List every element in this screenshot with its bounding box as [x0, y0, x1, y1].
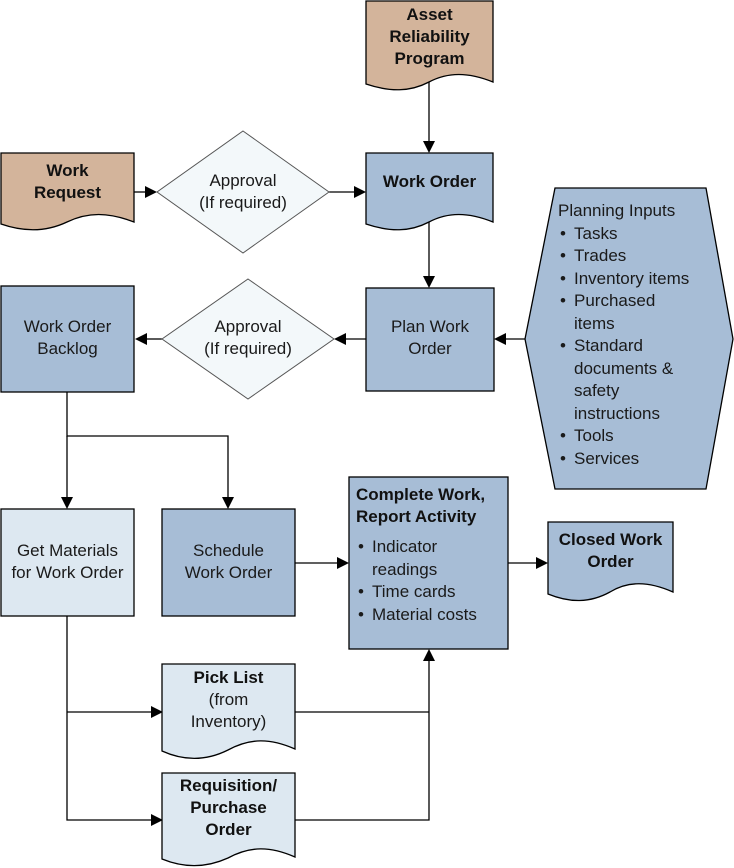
label-line: Order [587, 552, 634, 571]
edge-requisition-to-complete [295, 660, 430, 821]
schedule-work-order-shape[interactable] [161, 508, 296, 617]
approval-label: Approval (If required) [188, 316, 308, 360]
label-line: Schedule [193, 541, 264, 560]
label-line: (from [208, 690, 249, 709]
label-line: Work Order [382, 172, 477, 191]
requisition-label: Requisition/ Purchase Order [162, 775, 295, 841]
plan-work-order-label: Plan Work Order [366, 316, 494, 360]
approval-decision-shape[interactable] [161, 278, 335, 400]
planning-inputs-list: Planning Inputs Tasks Trades Inventory i… [558, 200, 728, 470]
arrowhead [151, 706, 163, 718]
arrowhead [337, 557, 349, 569]
label-line: (If required) [199, 193, 287, 212]
arrowhead [151, 814, 163, 826]
label-line: Purchase [190, 798, 267, 817]
label-line: Work Order [23, 317, 112, 336]
label-line: Asset [406, 5, 453, 24]
closed-work-order-shape[interactable] [547, 521, 674, 602]
edge-getmaterials-branch [66, 616, 152, 821]
label-line: Get Materials [16, 541, 119, 560]
list-item: Tasks [558, 223, 728, 246]
list-item: Time cards [356, 581, 506, 604]
pick-list-title: Pick List [193, 668, 264, 687]
asset-program-label: Asset Reliability Program [366, 4, 493, 70]
label-line: Work [46, 161, 89, 180]
planning-inputs-title: Planning Inputs [558, 201, 676, 220]
label-line: Approval [214, 317, 282, 336]
arrowhead [222, 497, 234, 509]
connectors [61, 82, 548, 826]
approval-label: Approval (If required) [183, 170, 303, 214]
pick-list-label: Pick List (from Inventory) [162, 667, 295, 733]
list-item: Standard documents & safety instructions [558, 335, 694, 425]
work-order-backlog-shape[interactable] [0, 285, 135, 393]
list-item: Tools [558, 425, 728, 448]
edge-backlog-split [66, 392, 229, 498]
work-order-shape[interactable] [365, 152, 494, 231]
list-item: Inventory items [558, 268, 728, 291]
label-line: Closed Work [558, 530, 663, 549]
label-line: Order [205, 820, 252, 839]
arrowhead [423, 276, 435, 288]
work-order-label: Work Order [366, 170, 493, 194]
label-line: Approval [209, 171, 277, 190]
list-item: Purchased items [558, 290, 694, 335]
complete-work-content: Complete Work, Report Activity Indicator… [356, 484, 506, 626]
requisition-shape[interactable] [161, 772, 296, 867]
complete-work-title: Report Activity [356, 507, 477, 526]
get-materials-shape[interactable] [0, 508, 135, 617]
work-request-shape[interactable] [0, 152, 135, 231]
label-line: for Work Order [11, 563, 124, 582]
arrowhead [334, 333, 346, 345]
work-order-backlog-label: Work Order Backlog [1, 316, 134, 360]
label-line: (If required) [204, 339, 292, 358]
label-line: Reliability [389, 27, 470, 46]
approval-decision-shape[interactable] [156, 130, 330, 254]
arrowhead [61, 497, 73, 509]
list-item: Trades [558, 245, 728, 268]
pick-list-shape[interactable] [161, 663, 296, 759]
schedule-work-order-label: Schedule Work Order [162, 540, 295, 584]
list-item: Indicator readings [356, 536, 472, 581]
list-item: Material costs [356, 604, 506, 627]
arrowhead [423, 649, 435, 661]
arrowhead [423, 141, 435, 153]
label-line: Requisition/ [179, 776, 278, 795]
label-line: Inventory) [190, 712, 267, 731]
closed-work-order-label: Closed Work Order [548, 529, 673, 573]
get-materials-label: Get Materials for Work Order [1, 540, 134, 584]
label-line: Order [408, 339, 452, 358]
label-line: Plan Work [390, 317, 470, 336]
arrowhead [536, 557, 548, 569]
asset-program-shape[interactable] [365, 0, 494, 91]
list-item: Services [558, 448, 728, 471]
label-line: Backlog [37, 339, 98, 358]
arrowhead [145, 186, 157, 198]
work-request-label: Work Request [1, 158, 134, 206]
label-line: Work Order [184, 563, 273, 582]
complete-work-title: Complete Work, [356, 485, 486, 504]
label-line: Program [394, 49, 465, 68]
plan-work-order-shape[interactable] [365, 287, 495, 392]
arrowhead [494, 333, 506, 345]
arrowhead [135, 333, 147, 345]
label-line: Request [33, 183, 102, 202]
arrowhead [354, 186, 366, 198]
